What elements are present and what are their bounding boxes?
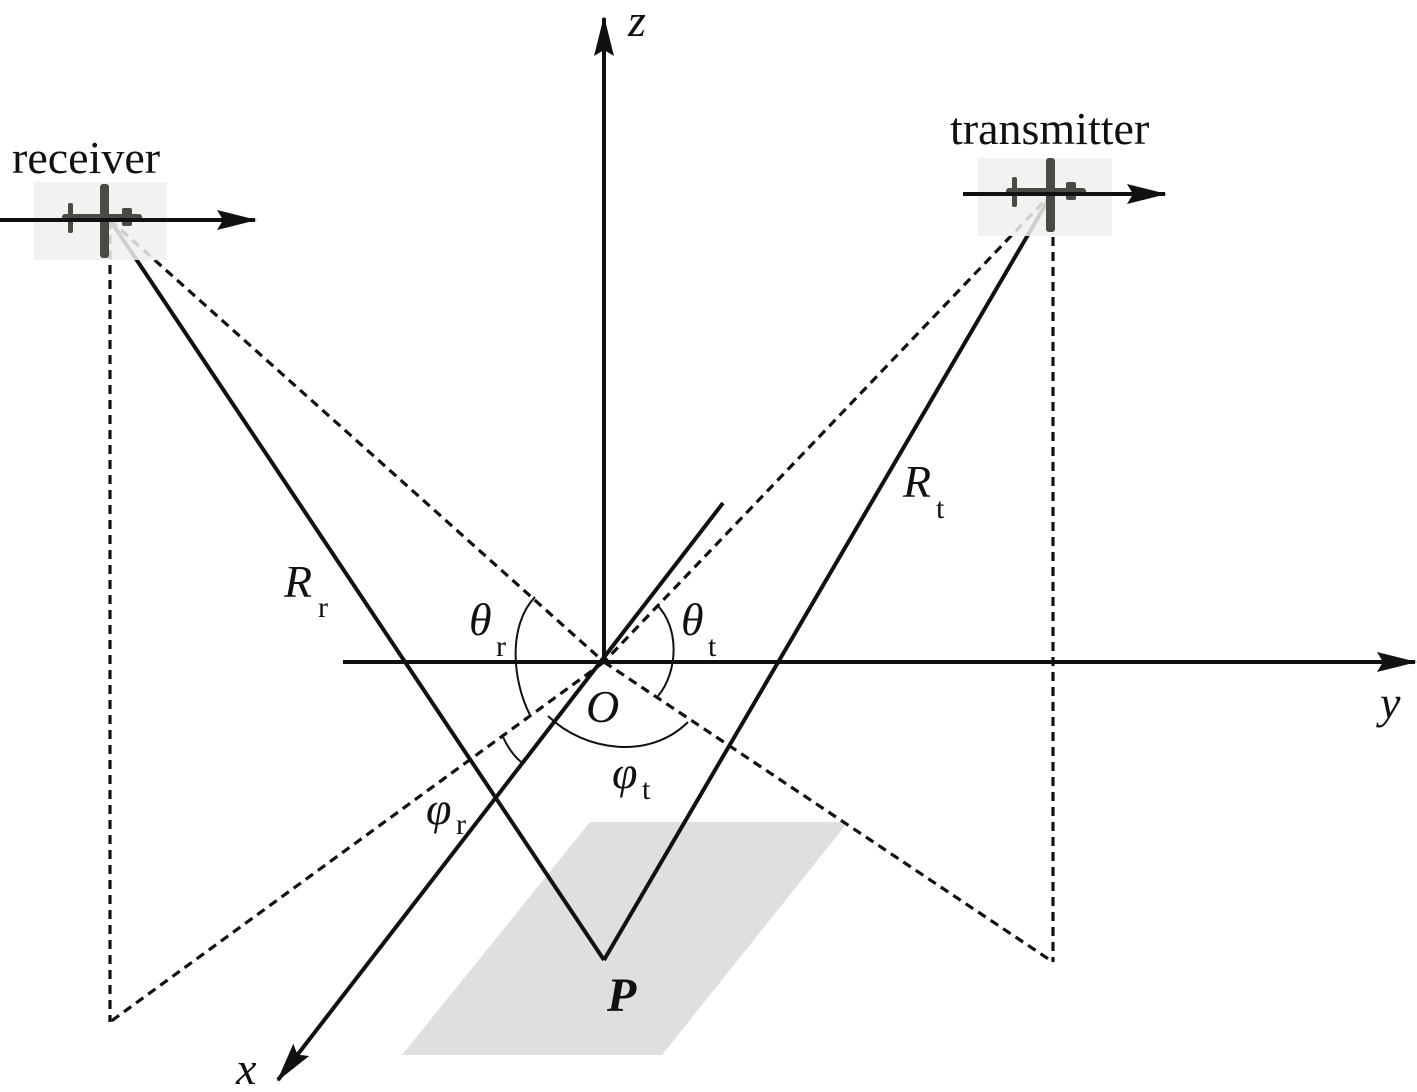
phi-t-label: φ t bbox=[612, 747, 651, 806]
point-p-label: P bbox=[606, 969, 637, 1022]
phi-r-arc bbox=[502, 736, 522, 763]
phi-r-subscript: r bbox=[456, 808, 466, 841]
range-transmitter-subscript: t bbox=[936, 492, 945, 525]
range-transmitter-symbol: R bbox=[902, 456, 931, 507]
receiver-range-line bbox=[108, 218, 606, 962]
theta-t-subscript: t bbox=[708, 630, 717, 663]
z-axis-label: z bbox=[627, 0, 646, 46]
x-axis bbox=[276, 501, 725, 1082]
origin-to-ground-right-dashed bbox=[603, 660, 1054, 964]
receiver-to-origin-dashed bbox=[108, 218, 606, 664]
phi-t-symbol: φ bbox=[612, 747, 637, 798]
phi-r-symbol: φ bbox=[426, 783, 451, 834]
range-transmitter-label: R t bbox=[902, 456, 945, 525]
phi-t-subscript: t bbox=[642, 773, 651, 806]
transmitter-to-origin-dashed bbox=[602, 190, 1055, 664]
origin-to-ground-left-dashed bbox=[109, 660, 605, 1024]
origin-label: O bbox=[586, 681, 619, 732]
theta-t-symbol: θ bbox=[681, 594, 704, 645]
transmitter-aircraft bbox=[963, 158, 1167, 236]
range-receiver-label: R r bbox=[283, 556, 328, 624]
theta-r-symbol: θ bbox=[469, 594, 492, 645]
range-receiver-symbol: R bbox=[283, 556, 312, 607]
receiver-label: receiver bbox=[12, 132, 160, 183]
phi-r-label: φ r bbox=[426, 783, 466, 841]
phi-t-arc bbox=[547, 715, 689, 748]
theta-r-subscript: r bbox=[496, 630, 506, 663]
transmitter-label: transmitter bbox=[950, 103, 1149, 154]
y-axis-label: y bbox=[1376, 677, 1401, 728]
transmitter-range-line bbox=[602, 190, 1055, 962]
theta-t-label: θ t bbox=[681, 594, 717, 663]
ground-patch bbox=[402, 822, 848, 1055]
theta-r-arc bbox=[514, 596, 536, 716]
range-receiver-subscript: r bbox=[318, 591, 328, 624]
theta-r-label: θ r bbox=[469, 594, 506, 663]
theta-t-arc bbox=[656, 604, 675, 697]
x-axis-label: x bbox=[235, 1043, 257, 1092]
receiver-aircraft bbox=[0, 182, 257, 260]
